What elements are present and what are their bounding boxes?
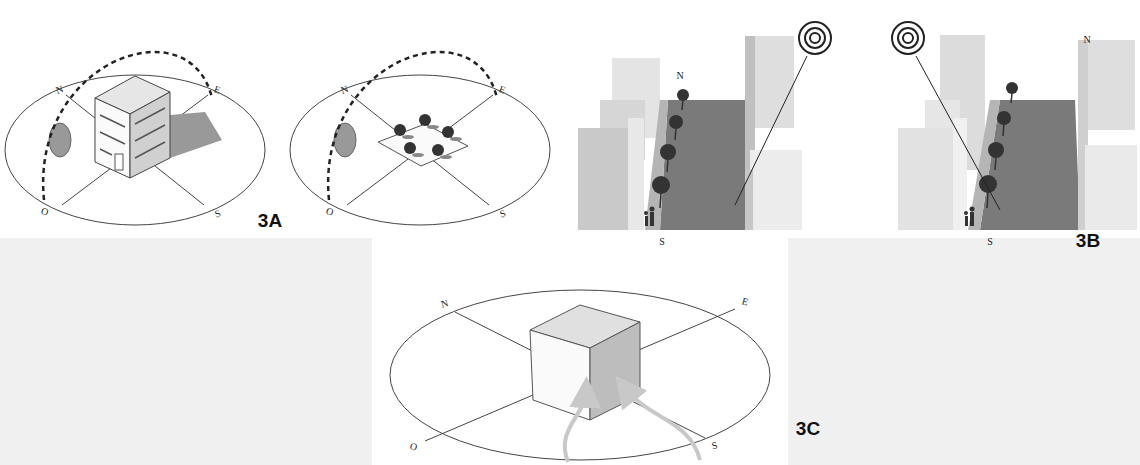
compass-letter: S [499,208,508,219]
figure-number: 3A [258,211,282,230]
compass-letter: N [676,71,683,81]
compass-letter: O [40,206,50,218]
compass-letter: N [440,298,450,310]
compass-letter: O [325,206,335,218]
compass-letter: S [987,237,993,247]
compass-letter: S [214,208,223,219]
compass-letter: E [741,296,749,307]
compass-letter: S [711,440,719,451]
figure-number: 3C [796,419,820,438]
figure-number: 3B [1076,231,1100,250]
compass-letter: S [659,237,665,247]
compass-letter: O [409,441,419,453]
compass-letter: N [1083,35,1090,45]
